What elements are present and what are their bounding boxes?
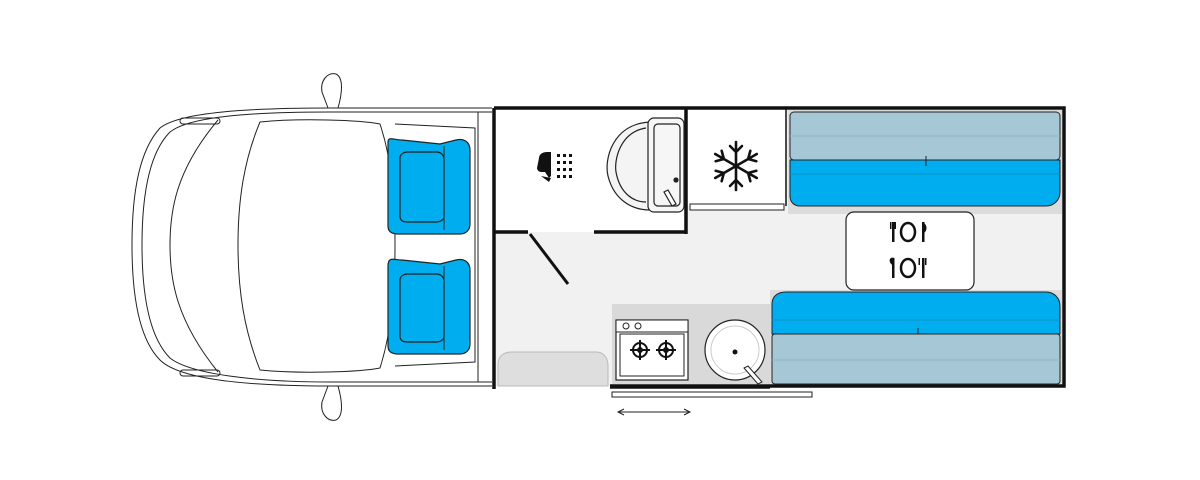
wheel-bottom (179, 369, 221, 377)
toilet (606, 117, 685, 213)
outer-wall (494, 106, 1066, 388)
cab-seat-driver (387, 138, 471, 235)
front-bench (771, 291, 1061, 385)
mirror-bottom (321, 385, 342, 421)
front-bench-backrest (771, 333, 1061, 385)
rear-bench-seat (789, 159, 1061, 207)
windscreen (237, 119, 396, 373)
entrance-step (497, 351, 609, 387)
sliding-door (610, 387, 813, 416)
gas-burner-icon (656, 340, 676, 360)
cab-outline (131, 107, 492, 387)
fridge-door (689, 203, 785, 211)
vehicle-cab (131, 73, 492, 421)
bonnet-line (169, 119, 219, 373)
cutlery-icon (890, 221, 927, 243)
front-bench-seat (771, 291, 1061, 335)
dining-table (845, 211, 975, 291)
cutlery-icon-mirrored (889, 257, 927, 279)
washroom-door (528, 233, 570, 285)
shower-icon (537, 152, 572, 182)
wheel-top (179, 117, 221, 125)
mirror-top (321, 73, 342, 109)
gas-burner-icon (630, 340, 650, 360)
gas-hob (615, 319, 689, 381)
sink-icon (704, 319, 766, 385)
sliding-door-arrow-icon (616, 408, 692, 416)
cab-seat-passenger (387, 258, 471, 355)
snowflake-icon (713, 140, 759, 192)
rear-bench (789, 111, 1061, 207)
walls (492, 106, 1066, 389)
dashboard-line (394, 123, 476, 367)
